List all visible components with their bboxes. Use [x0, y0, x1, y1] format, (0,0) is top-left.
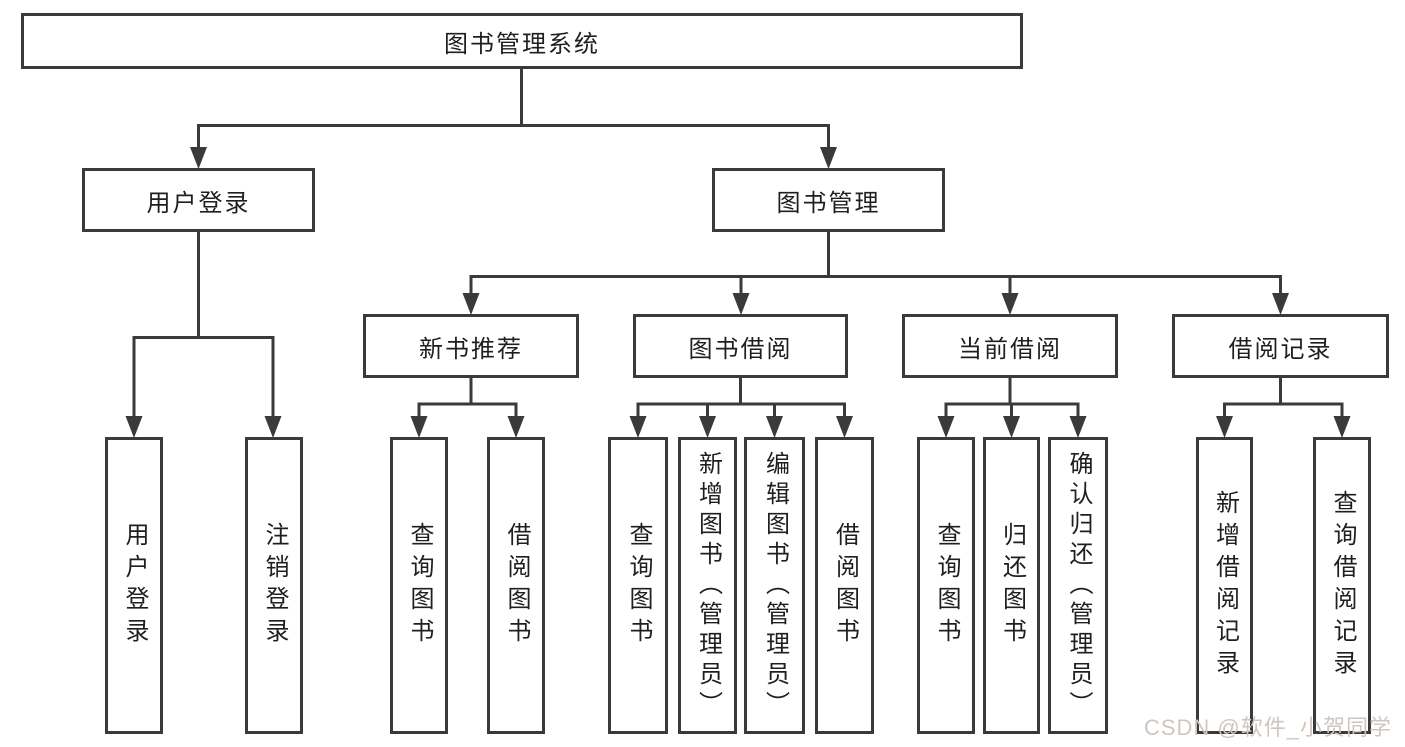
- arrow-to-borrow-record: [1272, 293, 1289, 315]
- arrow-to-current-borrow: [1001, 293, 1019, 315]
- node-current-borrowing: 当前借阅: [902, 314, 1118, 378]
- leaf-records-query-record: 查询借阅记录: [1313, 437, 1371, 734]
- leaf-borrowing-query-books: 查询图书: [608, 437, 668, 734]
- arrow-to-leaf-bb-edit: [766, 416, 783, 438]
- leaf-logout: 注销登录: [245, 437, 303, 734]
- leaf-recommend-borrow-books: 借阅图书: [487, 437, 545, 734]
- arrow-to-book-mgmt: [820, 147, 837, 169]
- edge-records-splitter: [1223, 402, 1344, 416]
- arrow-to-leaf-logout: [264, 416, 282, 438]
- arrow-to-leaf-bb-borrow: [836, 416, 853, 438]
- node-new-book-recommend: 新书推荐: [363, 314, 579, 378]
- arrow-to-leaf-cb-return: [1003, 416, 1020, 438]
- edge-user-login-splitter: [132, 336, 275, 416]
- arrowheads: [125, 147, 1351, 438]
- node-user-login: 用户登录: [82, 168, 315, 232]
- edge-level3-splitter: [469, 275, 1282, 294]
- arrow-to-leaf-rec-query: [410, 416, 428, 438]
- leaf-borrowing-edit-books: 编辑图书（管理员）: [744, 437, 805, 734]
- arrow-to-leaf-br-query: [1333, 416, 1351, 438]
- arrow-to-leaf-rec-borrow: [507, 416, 525, 438]
- arrow-to-book-borrow: [732, 293, 750, 315]
- arrow-to-leaf-bb-query: [629, 416, 647, 438]
- arrow-to-leaf-user-login: [125, 416, 143, 438]
- node-borrowing-records: 借阅记录: [1172, 314, 1389, 378]
- leaf-borrowing-add-books: 新增图书（管理员）: [678, 437, 737, 734]
- leaf-current-return-books: 归还图书: [983, 437, 1040, 734]
- leaf-records-add-record: 新增借阅记录: [1196, 437, 1253, 734]
- edge-recommend-splitter: [417, 402, 518, 416]
- arrow-to-user-login: [190, 147, 207, 169]
- leaf-user-login: 用户登录: [105, 437, 163, 734]
- leaf-current-query-books: 查询图书: [917, 437, 975, 734]
- arrow-to-leaf-bb-add: [699, 416, 716, 438]
- leaf-current-confirm-return: 确认归还（管理员）: [1048, 437, 1108, 734]
- leaf-recommend-query-books: 查询图书: [390, 437, 448, 734]
- arrow-to-new-book-rec: [462, 293, 480, 315]
- tree-edges: [132, 67, 1344, 416]
- arrow-to-leaf-cb-query: [937, 416, 955, 438]
- node-root: 图书管理系统: [21, 13, 1023, 69]
- node-book-management: 图书管理: [712, 168, 945, 232]
- arrow-to-leaf-br-add: [1216, 416, 1233, 438]
- watermark: CSDN @软件_小贺同学: [1143, 715, 1392, 740]
- edge-level2-splitter: [197, 124, 830, 147]
- leaf-borrowing-borrow-books: 借阅图书: [815, 437, 874, 734]
- arrow-to-leaf-cb-confirm: [1069, 416, 1087, 438]
- node-book-borrowing: 图书借阅: [633, 314, 848, 378]
- edge-borrowing-splitter: [636, 402, 846, 416]
